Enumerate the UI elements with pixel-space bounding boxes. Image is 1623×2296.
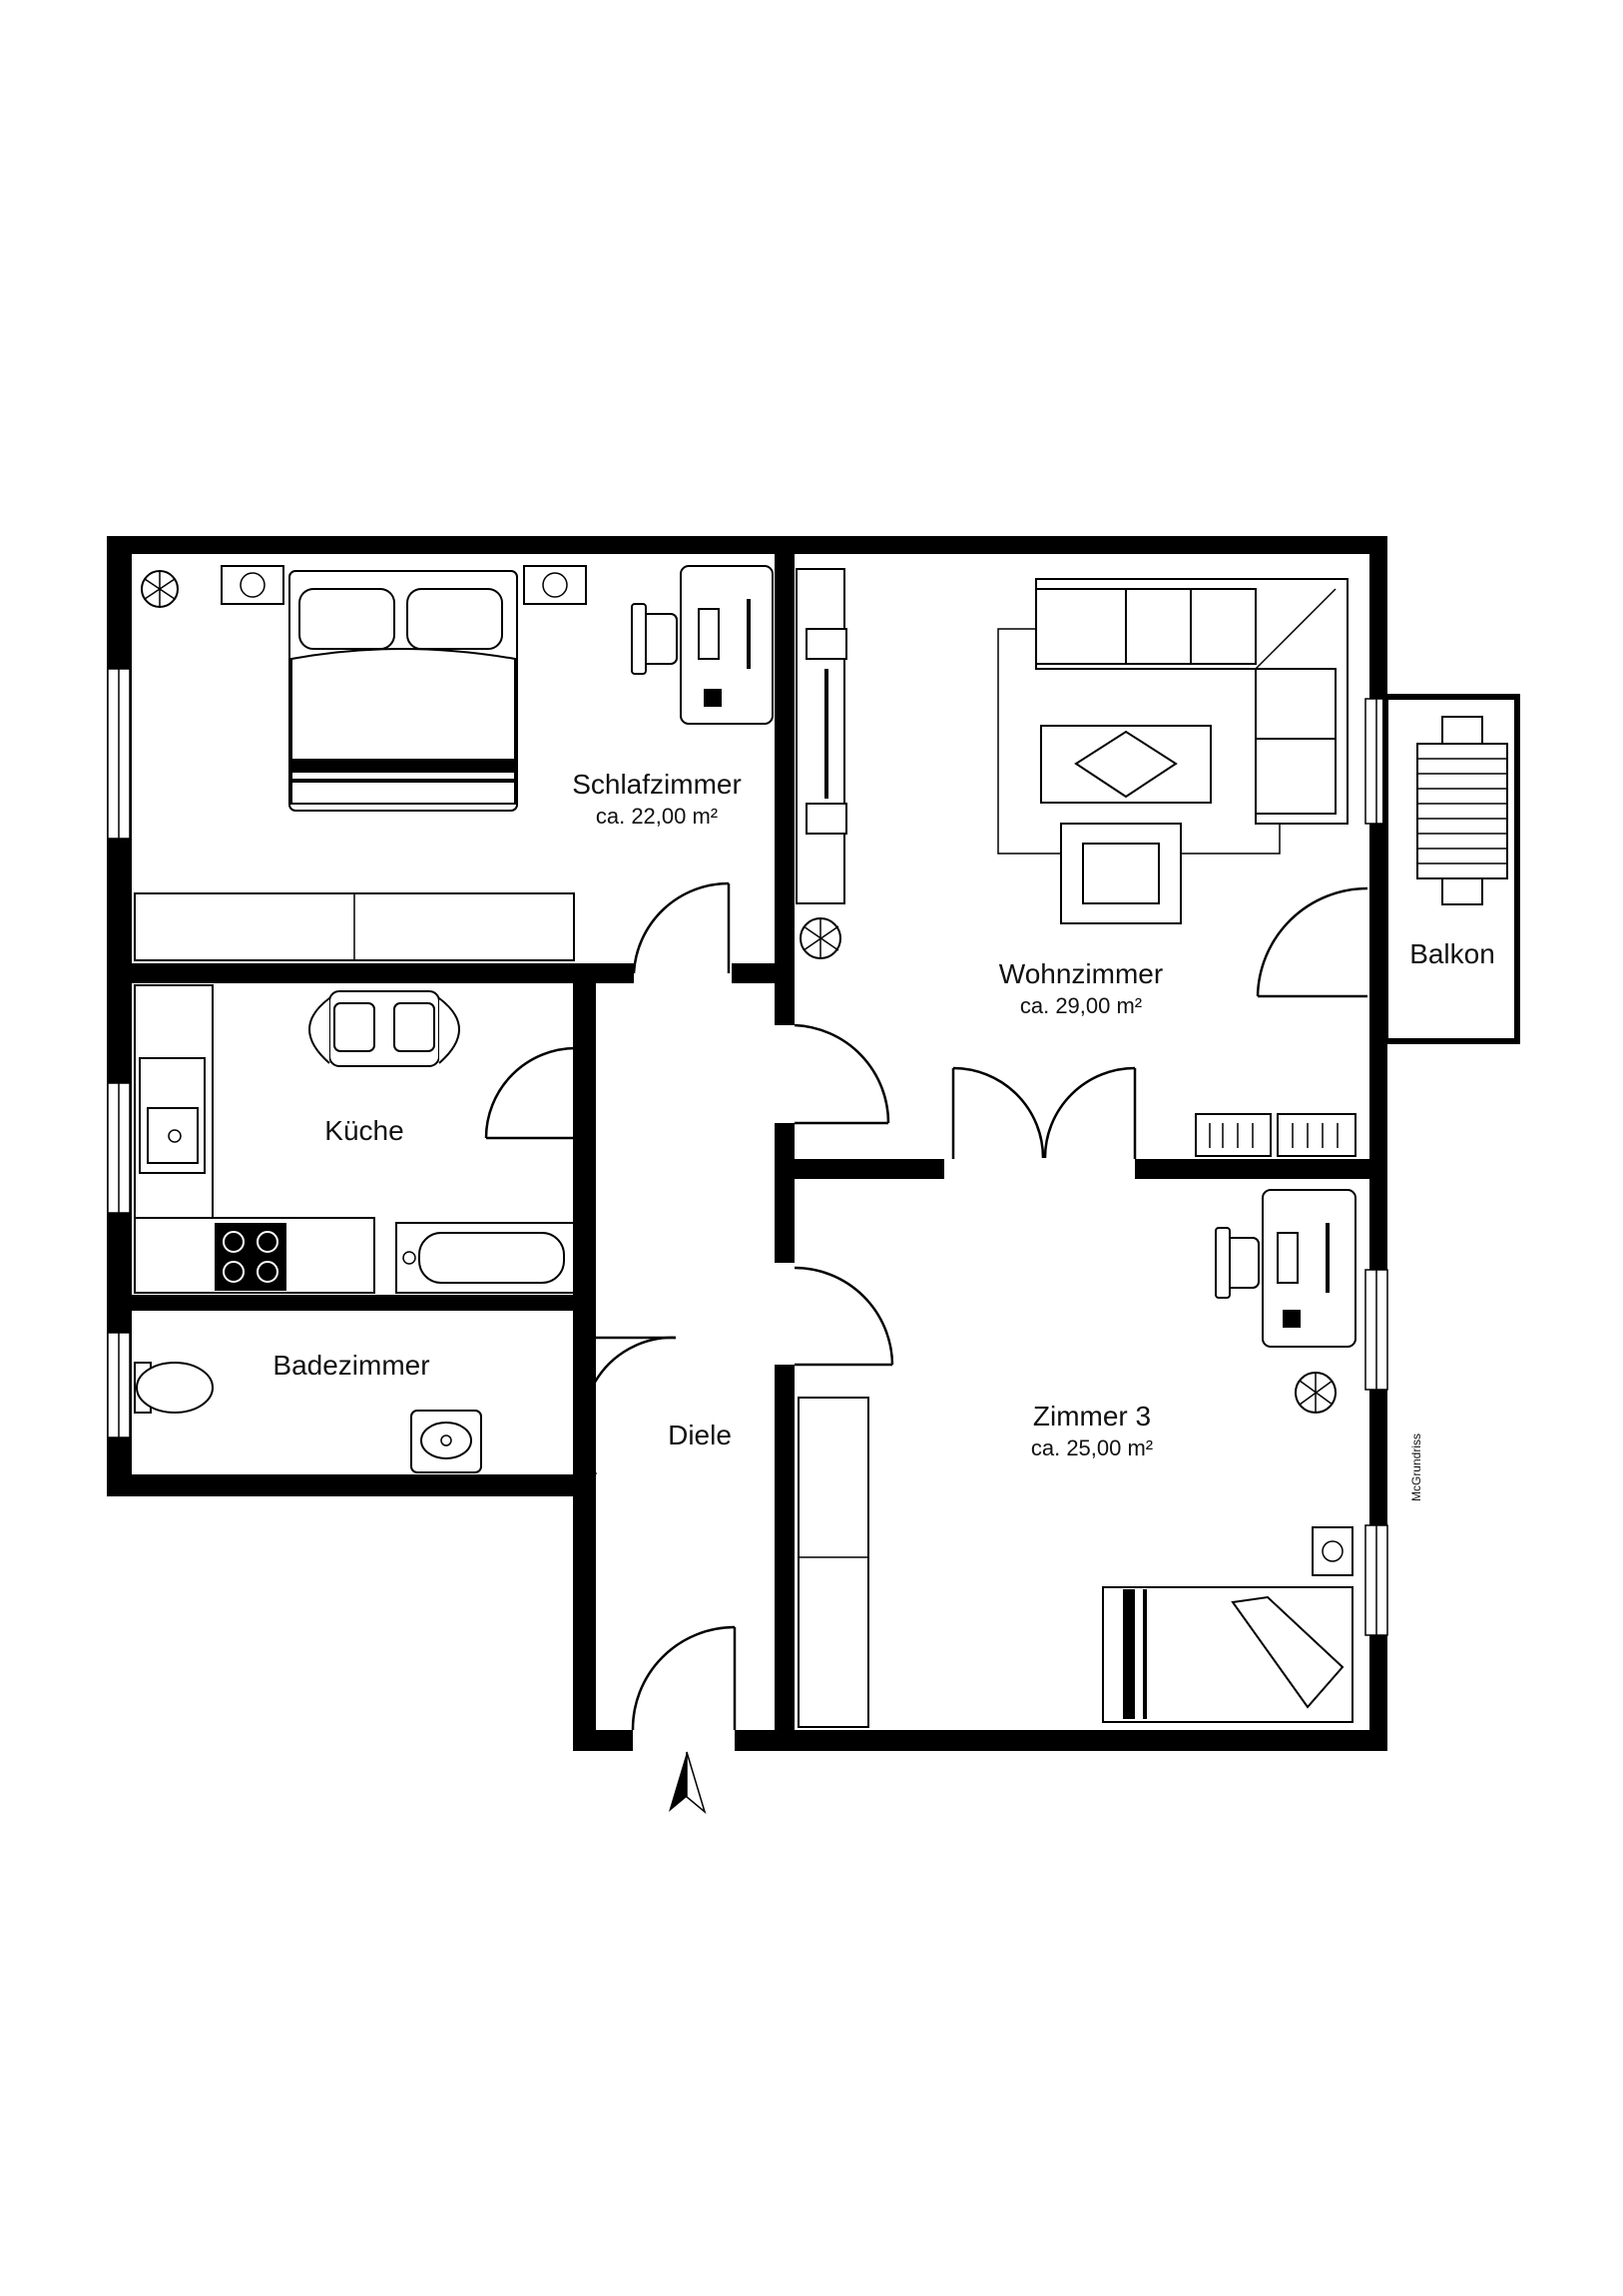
door-kueche <box>484 1046 577 1139</box>
zimmer3-furniture <box>798 1189 1356 1728</box>
office-chair-icon <box>631 603 678 675</box>
balkon <box>1382 694 1520 1044</box>
room-name-kueche: Küche <box>324 1115 403 1146</box>
desk-icon <box>1262 1189 1356 1348</box>
bed-icon <box>288 570 518 812</box>
wardrobe-icon <box>134 892 575 961</box>
door-double-left <box>952 1066 1045 1159</box>
plant-icon <box>141 570 179 608</box>
watermark: McGrundriss <box>1409 1434 1423 1501</box>
plant-icon <box>800 917 841 959</box>
kueche-furniture <box>134 984 460 1294</box>
toilet-icon <box>134 1362 214 1414</box>
room-name-schlafzimmer: Schlafzimmer <box>572 769 742 800</box>
door-entrance <box>631 1625 736 1731</box>
room-area-schlafzimmer: ca. 22,00 m² <box>596 804 718 829</box>
door-double-right <box>1043 1066 1136 1159</box>
armchair-icon <box>1060 823 1182 924</box>
shelf-icon <box>1195 1113 1356 1157</box>
bed-icon <box>1102 1586 1353 1723</box>
room-name-diele: Diele <box>668 1420 732 1450</box>
north-arrow-icon <box>669 1751 707 1815</box>
tv-sideboard-icon <box>796 568 847 904</box>
door-schlafzimmer <box>632 881 730 974</box>
plant-icon <box>1295 1372 1337 1414</box>
room-labels: Schlafzimmer ca. 22,00 m² Wohnzimmer ca.… <box>272 769 1494 1501</box>
room-name-balkon: Balkon <box>1409 938 1495 969</box>
sink-icon <box>139 1057 206 1174</box>
sofa-icon <box>1035 578 1349 825</box>
room-area-wohnzimmer: ca. 29,00 m² <box>1020 993 1142 1018</box>
room-name-zimmer3: Zimmer 3 <box>1033 1401 1151 1432</box>
schlafzimmer-furniture <box>134 565 774 961</box>
door-zimmer3 <box>794 1266 894 1366</box>
windows <box>107 668 1388 1636</box>
bad-furniture <box>134 1222 575 1473</box>
wardrobe-icon <box>798 1397 869 1728</box>
door-wohnzimmer <box>794 1023 890 1124</box>
nightstand-icon <box>221 565 284 605</box>
balcony-chair-icon <box>1441 716 1483 905</box>
nightstand-icon <box>523 565 587 605</box>
wohnzimmer-furniture <box>796 568 1356 1157</box>
office-chair-icon <box>1215 1227 1260 1299</box>
desk-icon <box>680 565 774 725</box>
room-name-badezimmer: Badezimmer <box>272 1350 429 1381</box>
room-area-zimmer3: ca. 25,00 m² <box>1031 1435 1153 1460</box>
balcony-table-icon <box>1416 743 1508 879</box>
bathtub-icon <box>395 1222 575 1294</box>
coffee-table-icon <box>1040 725 1212 804</box>
door-balkon <box>1256 886 1368 997</box>
washbasin-icon <box>410 1410 482 1473</box>
doors <box>484 881 1368 1731</box>
dining-table-icon <box>308 990 460 1067</box>
stove-icon <box>215 1223 286 1291</box>
door-bad <box>581 1336 677 1475</box>
nightstand-icon <box>1312 1526 1353 1576</box>
room-name-wohnzimmer: Wohnzimmer <box>999 958 1163 989</box>
